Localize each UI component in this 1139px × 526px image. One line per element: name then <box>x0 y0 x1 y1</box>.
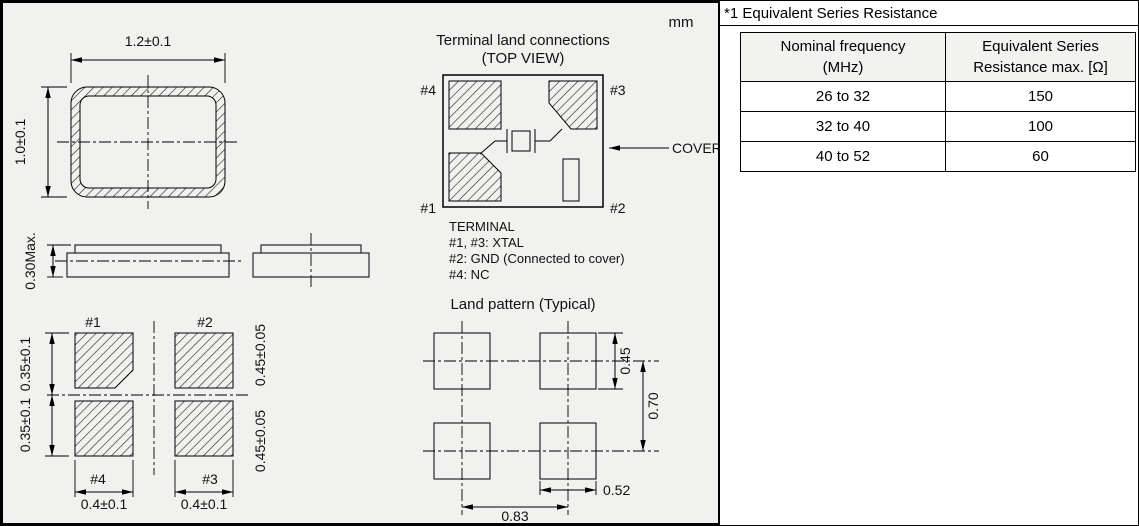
resistance-cell: 60 <box>945 141 1136 172</box>
package-width-dim: 1.2±0.1 <box>125 33 172 49</box>
terminal-3-label: #3 <box>610 82 626 98</box>
terminal-note-2: #2: GND (Connected to cover) <box>449 251 625 266</box>
esr-section: *1 Equivalent Series Resistance Nominal … <box>720 1 1138 525</box>
side-view-front: 0.30Max. <box>22 232 241 290</box>
land-pattern-diagram: Land pattern (Typical) 0.45 0.70 <box>423 296 661 523</box>
dimension-drawing: mm 1.2±0.1 1.0±0.1 <box>12 14 718 523</box>
resistance-cell: 150 <box>945 81 1136 112</box>
pad-4-label: #4 <box>90 471 106 487</box>
frequency-cell: 32 to 40 <box>739 111 947 142</box>
drawing-panel: mm 1.2±0.1 1.0±0.1 <box>1 1 720 525</box>
cover-outline <box>442 74 604 208</box>
side-dim-1: 0.45±0.05 <box>252 410 268 472</box>
package-top-view: 1.2±0.1 1.0±0.1 <box>12 33 239 209</box>
pad-offset-dim: 0.52 <box>603 482 630 498</box>
terminal-land-connections-diagram: Terminal land connections (TOP VIEW) #4 … <box>420 32 718 282</box>
pad-1-label: #1 <box>85 314 101 330</box>
table-row: 40 to 52 60 <box>739 141 1136 172</box>
terminal-notes-heading: TERMINAL <box>449 219 515 234</box>
pad-1 <box>74 332 134 389</box>
thickness-dim: 0.30Max. <box>22 232 38 290</box>
side-view-end <box>252 233 370 289</box>
terminal-connections-title: Terminal land connections <box>436 32 609 49</box>
terminal-4-label: #4 <box>420 82 436 98</box>
table-row: 26 to 32 150 <box>739 81 1136 112</box>
terminal-2-label: #2 <box>610 200 626 216</box>
frequency-cell: 26 to 32 <box>739 81 947 112</box>
package-height-dim: 1.0±0.1 <box>12 118 28 165</box>
pad-width-right-dim: 0.4±0.1 <box>181 496 228 512</box>
pad-2 <box>174 332 234 389</box>
terminal-connections-subtitle: (TOP VIEW) <box>482 50 565 67</box>
frequency-column-header: Nominal frequency (MHz) <box>739 32 947 82</box>
wire-right <box>535 128 563 142</box>
pad-4 <box>74 400 134 457</box>
pad-2-label: #2 <box>197 314 213 330</box>
lower-half-dim: 0.35±0.1 <box>17 398 33 453</box>
crystal-symbol <box>511 130 531 152</box>
pad-height-dim: 0.45 <box>617 347 633 374</box>
table-row: 32 to 40 100 <box>739 111 1136 142</box>
pad-width-left-dim: 0.4±0.1 <box>81 496 128 512</box>
resistance-cell: 100 <box>945 111 1136 142</box>
upper-half-dim: 0.35±0.1 <box>17 337 33 392</box>
pad-3 <box>174 400 234 457</box>
frequency-cell: 40 to 52 <box>739 141 947 172</box>
units-label: mm <box>669 14 694 31</box>
terminal-note-1: #1, #3: XTAL <box>449 235 524 250</box>
col-pitch-dim: 0.83 <box>501 508 528 523</box>
terminal-3-pad <box>548 80 598 130</box>
terminal-4-pad <box>448 80 502 130</box>
terminal-note-3: #4: NC <box>449 267 489 282</box>
side-dim-2: 0.45±0.05 <box>252 324 268 386</box>
row-pitch-dim: 0.70 <box>645 392 661 419</box>
wire-left <box>479 140 507 155</box>
terminal-2-pad <box>562 158 580 202</box>
base-outline <box>66 252 230 278</box>
resistance-column-header: Equivalent Series Resistance max. [Ω] <box>945 32 1136 82</box>
lid-outline <box>74 244 222 254</box>
package-bottom-view: #1 #2 #4 #3 0.35±0.1 0.35±0.1 0.4±0.1 <box>17 314 268 512</box>
esr-table: Nominal frequency (MHz) Equivalent Serie… <box>739 32 1136 172</box>
terminal-1-pad <box>448 152 502 202</box>
esr-header-row: Nominal frequency (MHz) Equivalent Serie… <box>739 32 1136 82</box>
land-pattern-title: Land pattern (Typical) <box>450 296 595 313</box>
terminal-1-label: #1 <box>420 200 436 216</box>
pad-3-label: #3 <box>202 471 218 487</box>
esr-table-title: *1 Equivalent Series Resistance <box>720 1 1138 26</box>
cover-label: COVER <box>672 140 718 156</box>
